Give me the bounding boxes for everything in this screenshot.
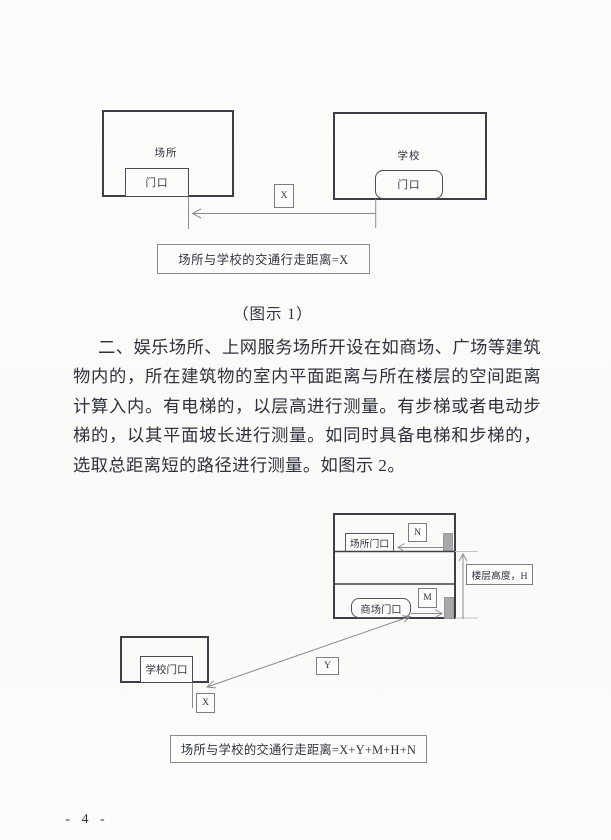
school-door-label: 门口	[397, 180, 421, 191]
figure1-title: （图示 1）	[233, 306, 313, 323]
figure1-caption-box: 场所与学校的交通行走距离=X	[157, 244, 370, 274]
figure2-n-label: N	[414, 527, 421, 538]
body-paragraph: 二、娱乐场所、上网服务场所开设在如商场、广场等建筑物内的，所在建筑物的室内平面距…	[73, 338, 541, 475]
figure2-caption-box: 场所与学校的交通行走距离=X+Y+M+H+N	[170, 735, 427, 763]
school-door-box: 门口	[375, 170, 443, 199]
mall-entrance-box: 商场门口	[351, 598, 411, 618]
venue-entrance-box: 场所门口	[345, 533, 394, 552]
school-building-box: 学校	[333, 112, 487, 200]
mall-entrance-label: 商场门口	[360, 604, 402, 616]
page-number: - 4 -	[65, 812, 109, 827]
figure2-caption: 场所与学校的交通行走距离=X+Y+M+H+N	[180, 743, 417, 757]
venue-door-label: 门口	[145, 178, 169, 189]
figure1-x-box: X	[274, 184, 294, 208]
floor-height-label: 楼层高度，H	[471, 570, 528, 582]
figure2-y-label: Y	[324, 661, 331, 671]
figure2-y-box: Y	[316, 657, 339, 675]
floor-height-box: 楼层高度，H	[466, 564, 533, 585]
figure2-m-label: M	[423, 593, 432, 603]
figure1-x-label: X	[280, 191, 288, 201]
school-entrance-box: 学校门口	[140, 656, 193, 683]
figure2-x-box: X	[196, 693, 215, 713]
school-entrance-label: 学校门口	[145, 665, 188, 676]
figure2-m-box: M	[418, 588, 437, 608]
venue-entrance-label: 场所门口	[349, 538, 390, 550]
figure1-caption: 场所与学校的交通行走距离=X	[178, 253, 349, 267]
figure2-n-box: N	[408, 523, 427, 542]
elevator-bottom-rect	[444, 597, 454, 619]
school-label: 学校	[397, 151, 421, 162]
elevator-top-rect	[443, 533, 453, 552]
figure2-arrow-y	[205, 615, 412, 689]
venue-label: 场所	[154, 148, 178, 159]
venue-door-box: 门口	[125, 168, 189, 197]
figure2-x-label: X	[202, 698, 209, 708]
